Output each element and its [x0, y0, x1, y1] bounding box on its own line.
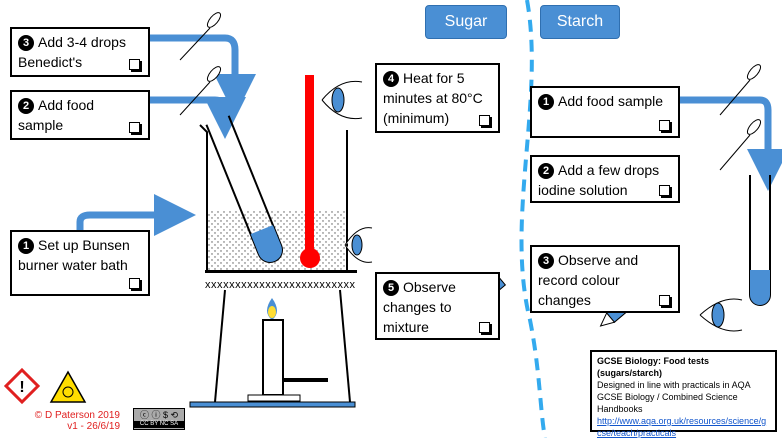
eye-icon [321, 80, 363, 120]
sugar-label: Sugar [425, 5, 507, 39]
eye-icon [699, 298, 743, 332]
cc-license-icon: ⓒ ⓘ $ ⟲ CC BY NC SA [133, 408, 185, 430]
arrow-starch [680, 96, 782, 191]
eye-icon [344, 227, 373, 263]
gauze: xxxxxxxxxxxxxxxxxxxxxxxxx [205, 279, 356, 291]
bench [189, 401, 356, 408]
svg-text:!: ! [19, 379, 24, 396]
info-link[interactable]: http://www.aqa.org.uk/resources/science/… [597, 416, 767, 438]
starch-label: Starch [540, 5, 620, 39]
bunsen-burner [262, 319, 284, 396]
checkbox-icon[interactable] [129, 278, 140, 289]
biohazard-icon [49, 370, 87, 403]
checkbox-icon[interactable] [659, 295, 670, 306]
hazard-icon: ! [3, 367, 41, 405]
info-body: Designed in line with practicals in AQA … [597, 380, 751, 414]
checkbox-icon[interactable] [129, 122, 140, 133]
divider-line [519, 0, 547, 438]
thermometer [305, 75, 314, 255]
cc-license-glyphs: ⓒ ⓘ $ ⟲ [139, 410, 179, 420]
checkbox-icon[interactable] [129, 59, 140, 70]
arrow-step2 [150, 96, 246, 139]
checkbox-icon[interactable] [659, 185, 670, 196]
pipette-icon [179, 66, 222, 116]
test-tube [205, 115, 283, 263]
license-text: CC BY NC SA [134, 421, 184, 428]
info-title: GCSE Biology: Food tests (sugars/starch) [597, 356, 710, 378]
checkbox-icon[interactable] [659, 120, 670, 131]
pipette-icon [179, 12, 222, 61]
checkbox-icon[interactable] [479, 322, 490, 333]
pipette-icon [719, 119, 762, 171]
pipette-icon [719, 64, 762, 116]
arrow-step1 [76, 194, 196, 236]
arrow-step3 [150, 34, 256, 116]
info-box: GCSE Biology: Food tests (sugars/starch)… [590, 350, 777, 438]
author-credit: © D Paterson 2019 v1 - 26/6/19 [34, 410, 120, 432]
checkbox-icon[interactable] [479, 115, 490, 126]
